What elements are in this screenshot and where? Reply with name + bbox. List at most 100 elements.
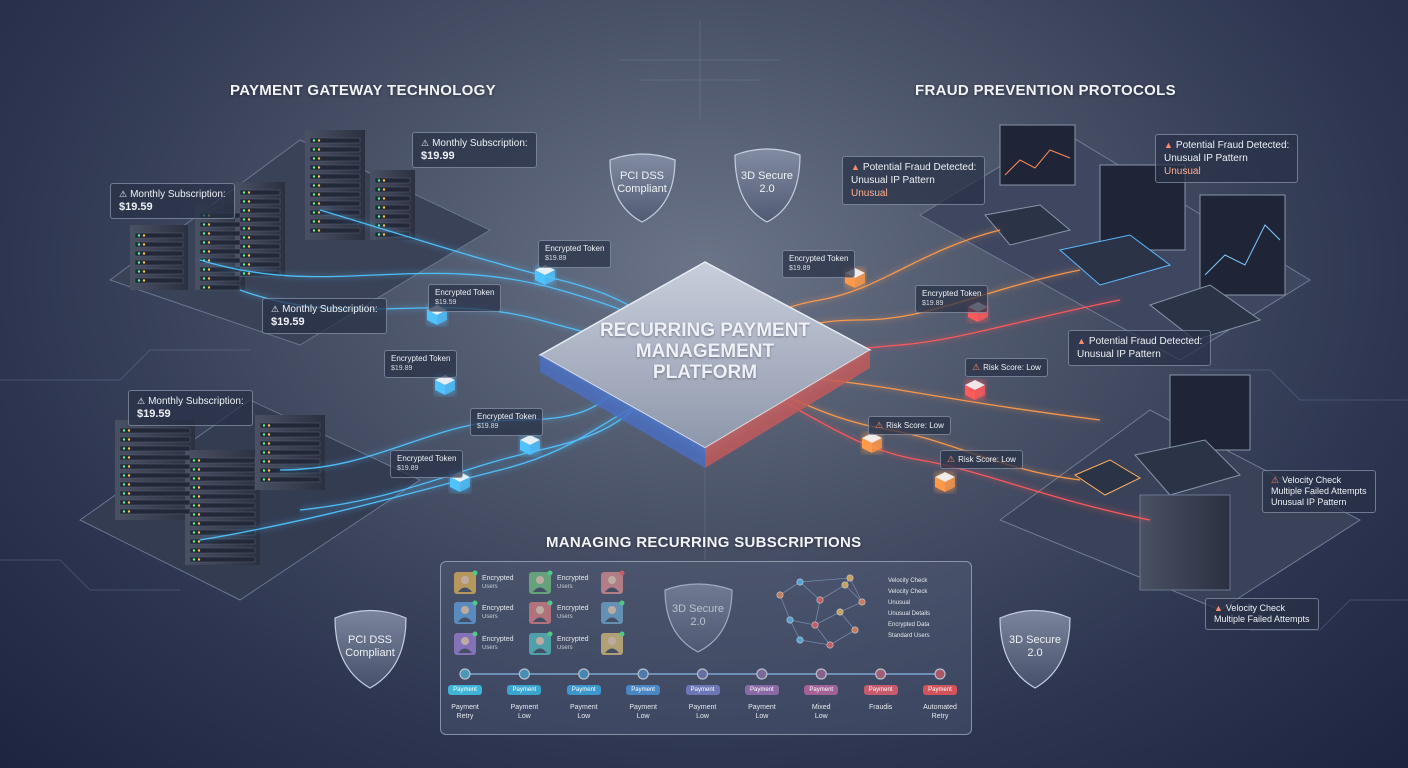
server-led — [312, 157, 316, 160]
subscription-timeline — [459, 668, 946, 680]
avatar-body — [533, 648, 547, 653]
server-slot — [259, 476, 321, 483]
server-slot — [259, 449, 321, 456]
server-led — [382, 179, 386, 182]
warning-icon: ▲ — [851, 162, 860, 172]
server-led — [197, 504, 201, 507]
server-led — [262, 451, 266, 454]
server-led — [382, 197, 386, 200]
fraud-alert-extra: Unusual — [851, 188, 888, 199]
server-led — [127, 501, 131, 504]
server-led — [317, 157, 321, 160]
server-led — [247, 227, 251, 230]
server-led — [312, 220, 316, 223]
server-slot — [259, 422, 321, 429]
network-edge — [789, 619, 801, 641]
server-led — [142, 279, 146, 282]
server-led — [207, 286, 211, 289]
velocity-detail: Multiple Failed Attempts — [1214, 614, 1310, 624]
platform-title-line3: PLATFORM — [652, 362, 758, 383]
warning-icon: ⚠ — [947, 454, 956, 464]
shield-line: 3D Secure — [1009, 634, 1061, 646]
server-led — [197, 477, 201, 480]
stage-label-line: Low — [517, 713, 531, 720]
server-slot — [309, 227, 361, 234]
risk-label: ⚠Risk Score: Low — [940, 450, 1023, 469]
fraud-alert: ▲Potential Fraud Detected:Unusual IP Pat… — [1155, 134, 1299, 183]
velocity-text: Velocity Check — [1282, 475, 1342, 485]
server-led — [262, 460, 266, 463]
token-cube-right — [855, 273, 865, 288]
network-node — [816, 596, 824, 604]
avatar-body — [458, 648, 472, 653]
token-cube-left — [427, 310, 437, 325]
server-led — [137, 270, 141, 273]
token-cube-left — [520, 440, 530, 455]
server-led — [312, 193, 316, 196]
server-led — [202, 268, 206, 271]
network-node — [796, 636, 804, 644]
server-led — [262, 442, 266, 445]
avatar-head — [461, 576, 469, 584]
title-payment-gateway: PAYMENT GATEWAY TECHNOLOGY — [230, 82, 496, 99]
server-led — [377, 206, 381, 209]
server-led — [137, 234, 141, 237]
server-led — [192, 531, 196, 534]
network-label: Encrypted Data — [888, 622, 930, 628]
server-slot — [134, 259, 184, 266]
server-slot — [119, 436, 191, 443]
server-led — [207, 223, 211, 226]
monitor-devices — [984, 124, 1286, 591]
token-amount: $19.89 — [397, 465, 419, 472]
title-fraud-prevention: FRAUD PREVENTION PROTOCOLS — [915, 82, 1176, 99]
network-edge — [814, 599, 821, 626]
network-edge — [849, 577, 863, 603]
status-dot — [472, 570, 478, 576]
token-cube-right — [975, 385, 985, 400]
server-led — [192, 522, 196, 525]
server-led — [122, 438, 126, 441]
subscription-label: ⚠Monthly Subscription:$19.59 — [262, 298, 387, 334]
status-dot — [619, 600, 625, 606]
secure-shield-panel — [664, 583, 733, 653]
server-led — [202, 277, 206, 280]
network-edge — [789, 619, 816, 626]
server-slot — [309, 182, 361, 189]
server-slot — [239, 207, 281, 214]
server-led — [312, 148, 316, 151]
token-text: Encrypted Token — [789, 254, 849, 263]
status-dot — [472, 631, 478, 637]
server-led — [262, 478, 266, 481]
server-slot — [119, 463, 191, 470]
server-led — [382, 215, 386, 218]
server-led — [197, 513, 201, 516]
warning-icon: ⚠ — [137, 396, 146, 406]
status-dot — [547, 600, 553, 606]
status-dot — [547, 570, 553, 576]
server-led — [137, 252, 141, 255]
server-led — [377, 215, 381, 218]
subscription-label: ⚠Monthly Subscription:$19.59 — [110, 183, 235, 219]
timeline-node — [459, 668, 471, 680]
server-led — [142, 261, 146, 264]
server-led — [192, 549, 196, 552]
timeline-node — [518, 668, 530, 680]
user-name: Users — [482, 584, 498, 590]
server-slot — [119, 454, 191, 461]
server-slot — [374, 177, 411, 184]
warning-icon: ⚠ — [972, 362, 981, 372]
network-label: Unusual Details — [888, 611, 931, 617]
subscription-amount: $19.59 — [271, 316, 305, 328]
server-slot — [259, 440, 321, 447]
server-led — [312, 175, 316, 178]
server-led — [267, 469, 271, 472]
shield-line: 2.0 — [690, 616, 706, 628]
server-led — [142, 234, 146, 237]
